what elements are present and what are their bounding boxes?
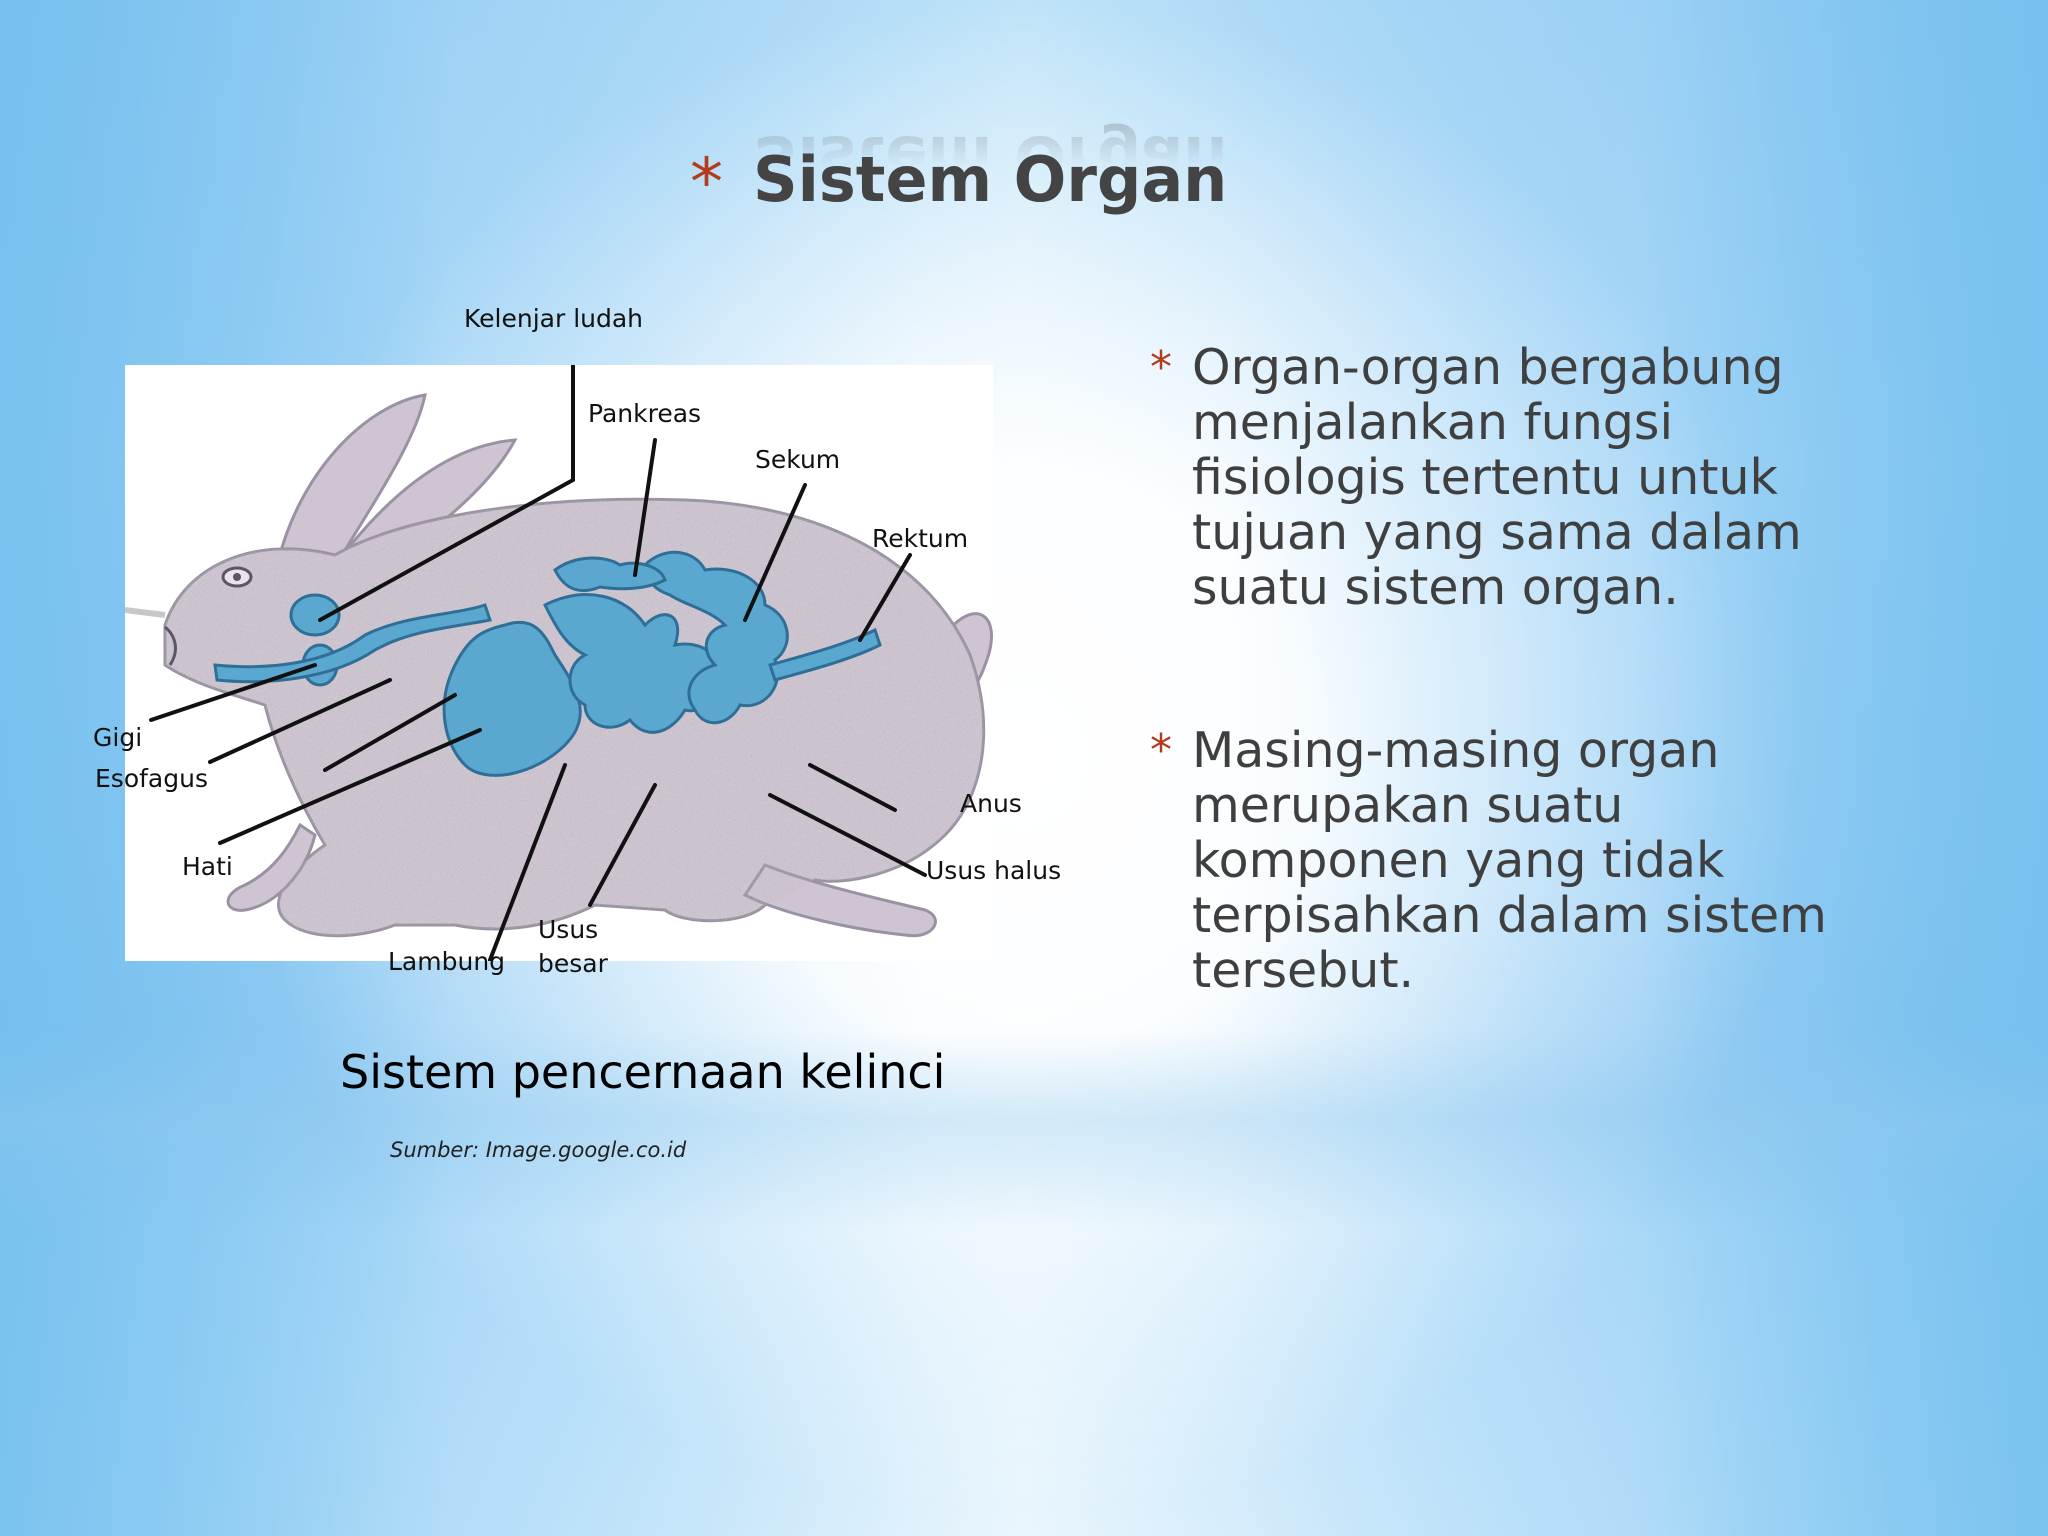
bullet-item: * Masing-masing organ merupakan suatu ko… xyxy=(1150,723,1870,998)
bullet-line: tujuan yang sama dalam xyxy=(1192,504,1802,561)
bullet-text: Organ-organ bergabung menjalankan fungsi… xyxy=(1192,340,1802,615)
bullet-marker-icon: * xyxy=(1150,725,1172,776)
bullet-line: fisiologis tertentu untuk xyxy=(1192,449,1778,506)
background-band xyxy=(0,1030,2048,1230)
bullet-line: suatu sistem organ. xyxy=(1192,559,1679,616)
label-leader-lines xyxy=(149,365,927,961)
slide-title-block: * Sistem Organ Sistem Organ xyxy=(690,122,1228,221)
label-esofagus: Esofagus xyxy=(95,764,208,793)
bullet-text: Masing-masing organ merupakan suatu komp… xyxy=(1192,723,1827,998)
bullet-marker-icon: * xyxy=(1150,342,1172,393)
bullet-list: * Organ-organ bergabung menjalankan fung… xyxy=(1150,340,1870,1106)
bullet-line: tersebut. xyxy=(1192,942,1415,999)
slide-title-text: Sistem Organ xyxy=(753,143,1228,216)
figure-caption: Sistem pencernaan kelinci xyxy=(340,1045,946,1099)
rabbit-face xyxy=(125,566,253,666)
digestive-organs xyxy=(213,550,882,777)
label-pankreas: Pankreas xyxy=(588,399,702,428)
title-bullet-icon: * xyxy=(690,144,723,221)
label-sekum: Sekum xyxy=(755,445,841,474)
label-usus-besar-line1: Usus xyxy=(538,915,599,944)
label-anus: Anus xyxy=(960,789,1022,818)
rabbit-digestive-illustration xyxy=(125,365,993,961)
label-usus-besar-line2: besar xyxy=(538,949,608,978)
bullet-item: * Organ-organ bergabung menjalankan fung… xyxy=(1150,340,1870,615)
label-hati: Hati xyxy=(182,852,233,881)
label-lambung: Lambung xyxy=(388,947,506,976)
bullet-line: Masing-masing organ xyxy=(1192,722,1720,779)
bullet-line: Organ-organ bergabung xyxy=(1192,339,1784,396)
label-kelenjar-ludah: Kelenjar ludah xyxy=(464,304,644,333)
label-gigi: Gigi xyxy=(93,723,143,752)
slide-title: Sistem Organ Sistem Organ xyxy=(753,122,1228,220)
figure-source: Sumber: Image.google.co.id xyxy=(390,1138,687,1162)
bullet-line: komponen yang tidak xyxy=(1192,832,1725,889)
bullet-line: terpisahkan dalam sistem xyxy=(1192,887,1827,944)
label-rektum: Rektum xyxy=(872,524,969,553)
label-usus-halus: Usus halus xyxy=(926,856,1062,885)
bullet-line: merupakan suatu xyxy=(1192,777,1624,834)
bullet-line: menjalankan fungsi xyxy=(1192,394,1674,451)
